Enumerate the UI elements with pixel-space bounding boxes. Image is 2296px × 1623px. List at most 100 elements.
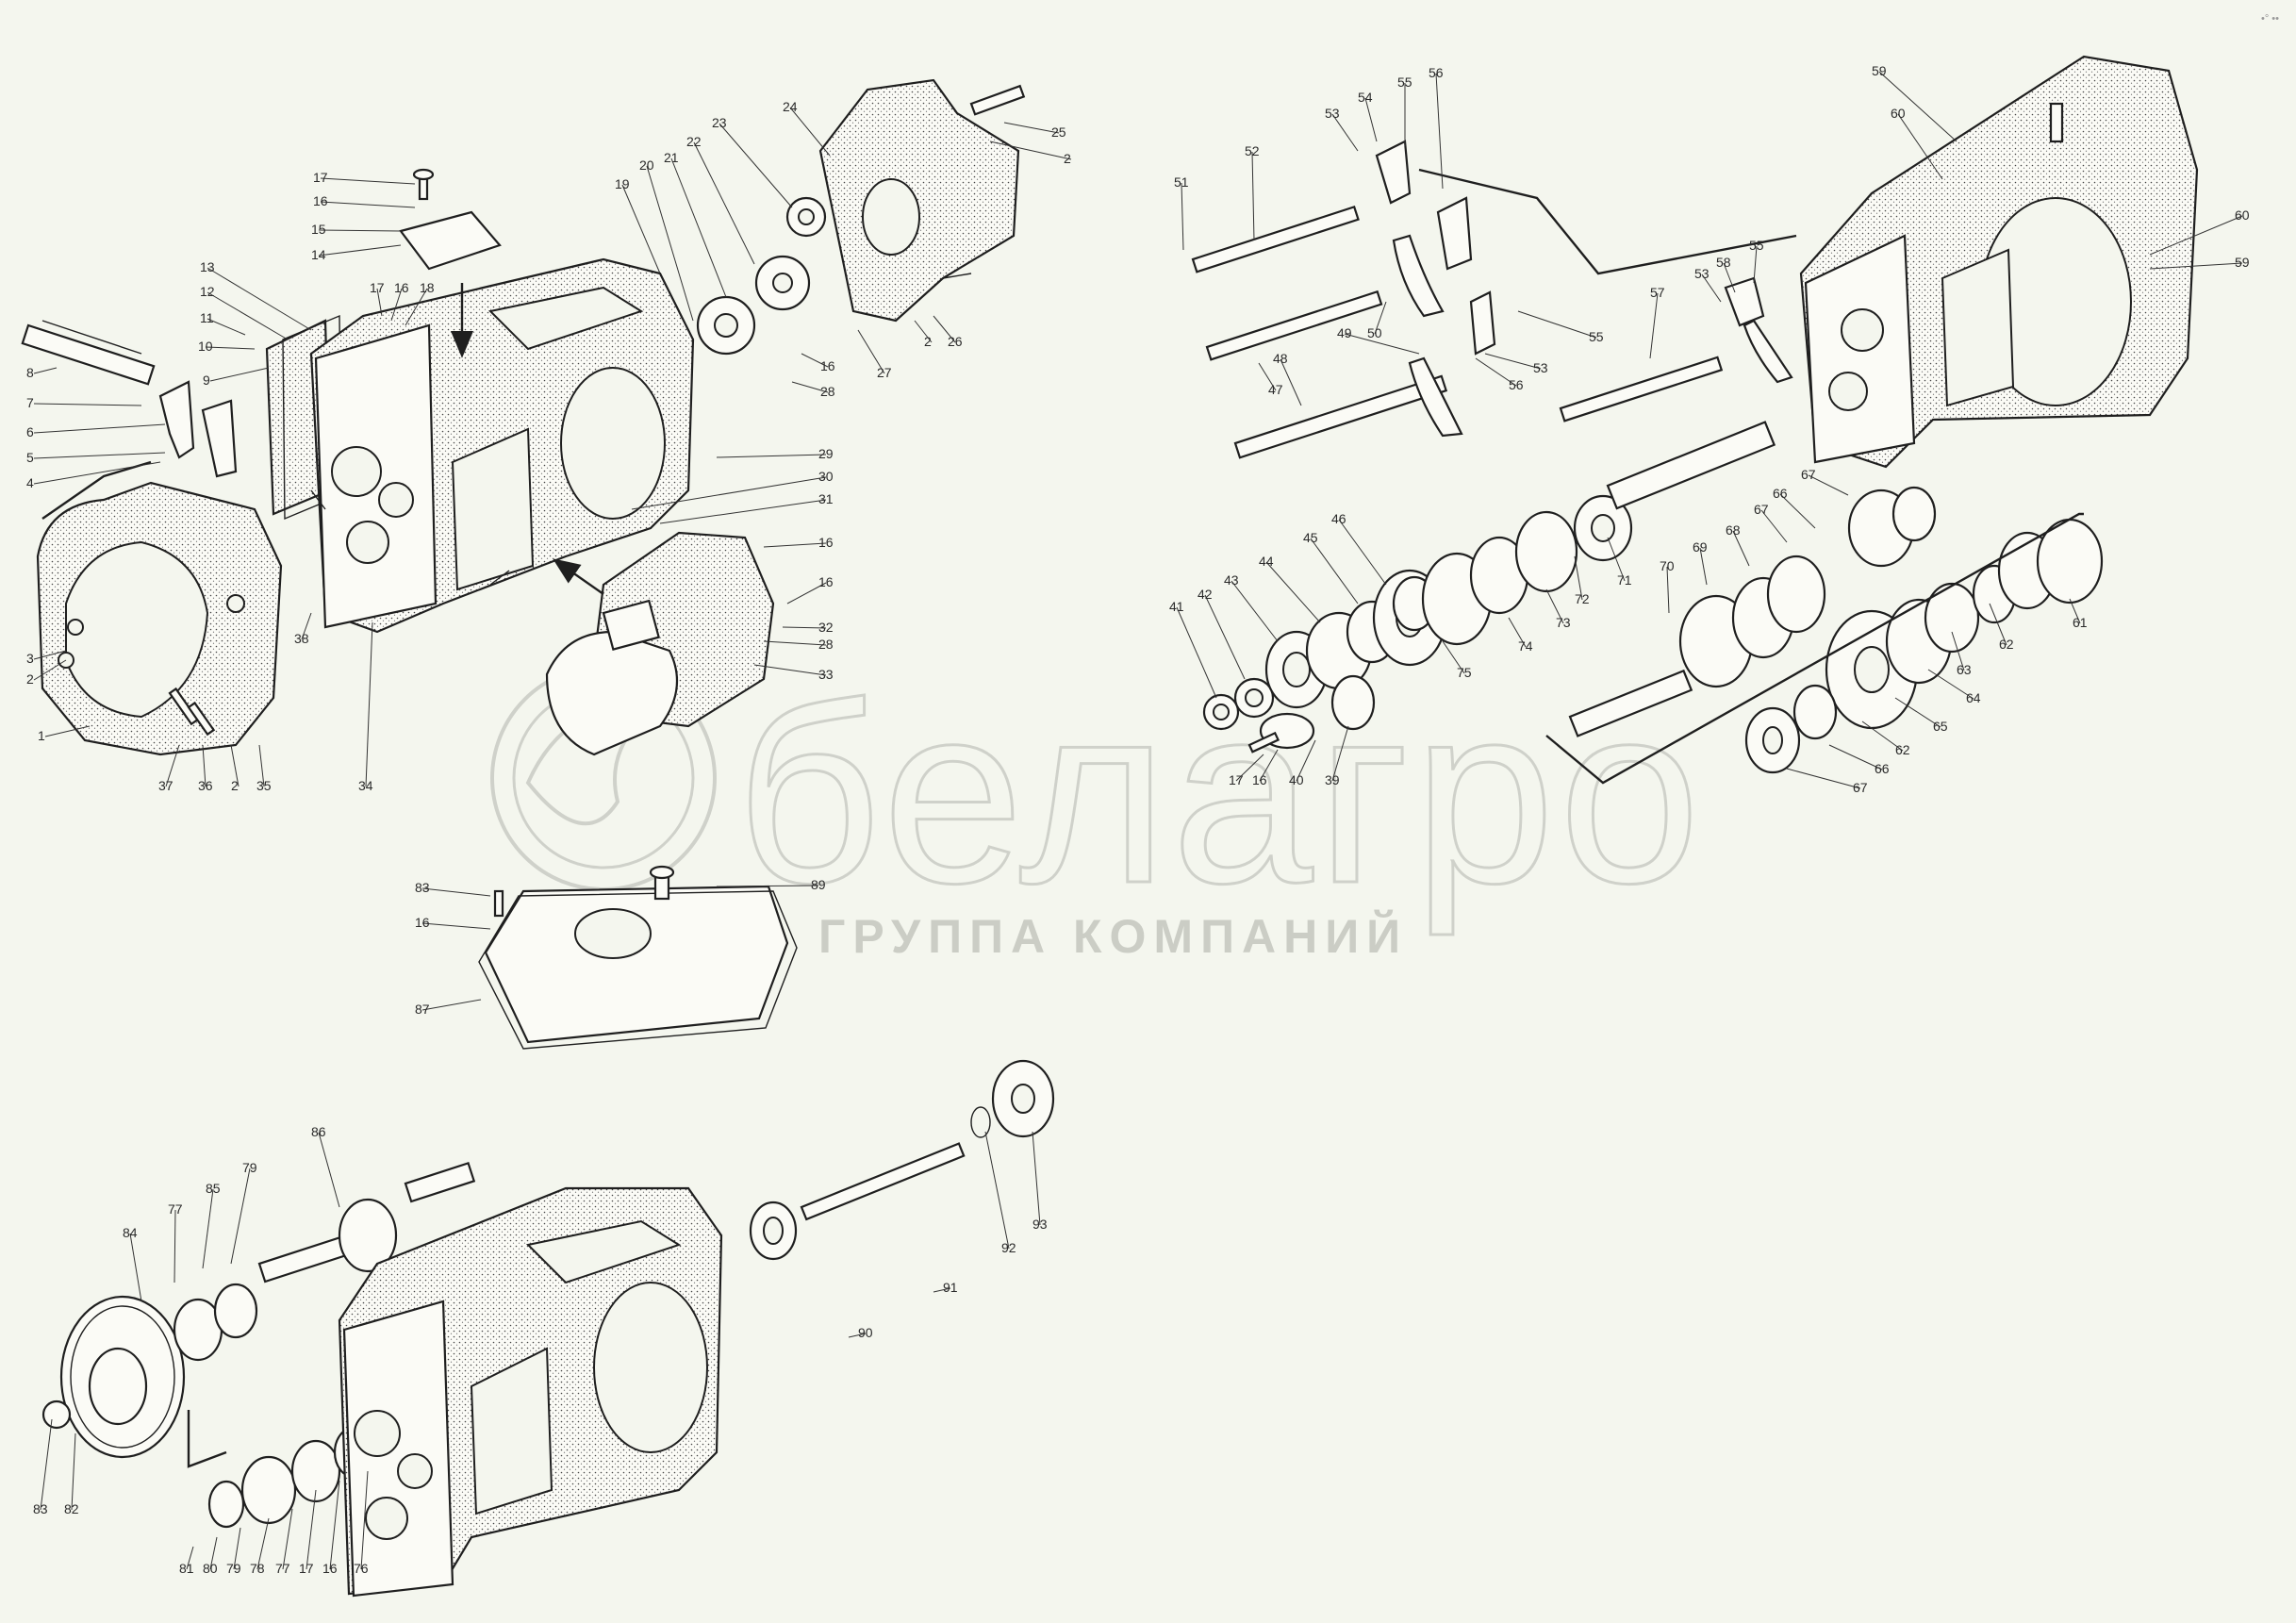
leader-line bbox=[301, 612, 312, 640]
leader-line bbox=[1251, 151, 1255, 241]
leader-line bbox=[789, 107, 831, 157]
part-callout-8: 8 bbox=[26, 365, 34, 380]
watermark-subtitle: ГРУППА КОМПАНИЙ bbox=[818, 909, 1408, 963]
leader-line bbox=[33, 423, 166, 434]
part-callout-36: 36 bbox=[198, 778, 213, 793]
leader-line bbox=[914, 320, 933, 343]
leader-line bbox=[1779, 493, 1816, 529]
leader-line bbox=[1760, 509, 1788, 543]
upper-shaft-assembly bbox=[696, 78, 1026, 356]
part-callout-67: 67 bbox=[1754, 502, 1769, 517]
leader-line bbox=[390, 288, 403, 322]
leader-line bbox=[1951, 631, 1965, 671]
leader-line bbox=[1517, 310, 1597, 339]
leader-line bbox=[1484, 353, 1542, 370]
leader-line bbox=[206, 318, 246, 336]
leader-line bbox=[1003, 122, 1060, 134]
leader-line bbox=[1259, 749, 1279, 782]
leader-line bbox=[33, 403, 142, 406]
part-callout-64: 64 bbox=[1966, 690, 1981, 705]
leader-line bbox=[646, 165, 694, 322]
part-callout-28: 28 bbox=[818, 637, 834, 652]
leader-line bbox=[376, 288, 383, 317]
part-callout-28: 28 bbox=[820, 384, 835, 399]
part-callout-32: 32 bbox=[818, 620, 834, 635]
leader-line bbox=[1374, 301, 1387, 335]
leader-line bbox=[33, 659, 67, 681]
leader-line bbox=[1331, 725, 1349, 782]
leader-line bbox=[1435, 73, 1444, 190]
part-callout-23: 23 bbox=[712, 115, 727, 130]
part-callout-45: 45 bbox=[1303, 530, 1318, 545]
part-callout-2: 2 bbox=[231, 778, 239, 793]
leader-line bbox=[1574, 555, 1583, 601]
shift-rods-group bbox=[1191, 140, 1797, 459]
leader-line bbox=[1338, 519, 1387, 586]
part-callout-22: 22 bbox=[686, 134, 702, 149]
part-callout-31: 31 bbox=[818, 491, 834, 506]
leader-line bbox=[421, 887, 491, 897]
leader-line bbox=[1878, 71, 1957, 142]
output-housing-33 bbox=[545, 531, 775, 756]
leader-line bbox=[318, 244, 402, 257]
part-callout-34: 34 bbox=[358, 778, 373, 793]
leader-line bbox=[984, 1131, 1010, 1250]
part-callout-84: 84 bbox=[123, 1225, 138, 1240]
rear-housing-upper-right bbox=[1799, 55, 2199, 469]
part-callout-16: 16 bbox=[313, 193, 328, 208]
part-callout-51: 51 bbox=[1174, 174, 1189, 190]
leader-line bbox=[1231, 580, 1279, 642]
leader-line bbox=[1265, 561, 1321, 623]
part-callout-85: 85 bbox=[206, 1181, 221, 1196]
leader-line bbox=[1666, 566, 1670, 614]
leader-line bbox=[33, 650, 67, 660]
leader-line bbox=[205, 346, 256, 350]
part-callout-16: 16 bbox=[820, 358, 835, 373]
part-callout-92: 92 bbox=[1001, 1240, 1016, 1255]
leader-line bbox=[282, 1508, 293, 1570]
part-callout-68: 68 bbox=[1726, 522, 1741, 538]
part-callout-77: 77 bbox=[168, 1201, 183, 1217]
leader-line bbox=[405, 288, 428, 326]
leader-line bbox=[421, 922, 491, 930]
leader-line bbox=[329, 1480, 340, 1570]
leader-line bbox=[209, 367, 270, 382]
leader-line bbox=[989, 141, 1072, 160]
clutch-bell-opening bbox=[65, 540, 209, 719]
part-callout-48: 48 bbox=[1273, 351, 1288, 366]
part-callout-55: 55 bbox=[1397, 75, 1412, 90]
leader-line bbox=[306, 1489, 317, 1570]
leader-line bbox=[1989, 603, 2007, 646]
part-callout-7: 7 bbox=[26, 395, 34, 410]
part-callout-79: 79 bbox=[242, 1160, 257, 1175]
leader-line bbox=[1649, 292, 1659, 359]
leader-line bbox=[1897, 113, 1943, 180]
leader-line bbox=[1699, 547, 1708, 586]
part-callout-73: 73 bbox=[1556, 615, 1571, 630]
part-callout-18: 18 bbox=[420, 280, 435, 295]
leader-line bbox=[202, 1188, 214, 1269]
part-callout-16: 16 bbox=[322, 1561, 338, 1576]
part-callout-55: 55 bbox=[1749, 238, 1764, 253]
leader-line bbox=[1181, 182, 1184, 251]
part-callout-35: 35 bbox=[256, 778, 272, 793]
part-callout-3: 3 bbox=[26, 651, 34, 666]
leader-line bbox=[933, 315, 956, 343]
part-callout-20: 20 bbox=[639, 157, 654, 173]
leader-line bbox=[791, 381, 829, 393]
part-callout-69: 69 bbox=[1693, 539, 1708, 555]
leader-line bbox=[202, 744, 206, 787]
part-callout-83: 83 bbox=[33, 1501, 48, 1516]
part-callout-2: 2 bbox=[1064, 151, 1071, 166]
leader-line bbox=[763, 640, 827, 646]
leader-line bbox=[44, 725, 91, 737]
top-cover-15 bbox=[399, 210, 502, 271]
leader-line bbox=[258, 744, 265, 787]
part-callout-12: 12 bbox=[200, 284, 215, 299]
leader-line bbox=[186, 1546, 194, 1570]
leader-line bbox=[33, 461, 161, 485]
part-callout-90: 90 bbox=[858, 1325, 873, 1340]
leader-line bbox=[1861, 720, 1904, 752]
part-callout-59: 59 bbox=[2235, 255, 2250, 270]
leader-line bbox=[1808, 474, 1849, 496]
